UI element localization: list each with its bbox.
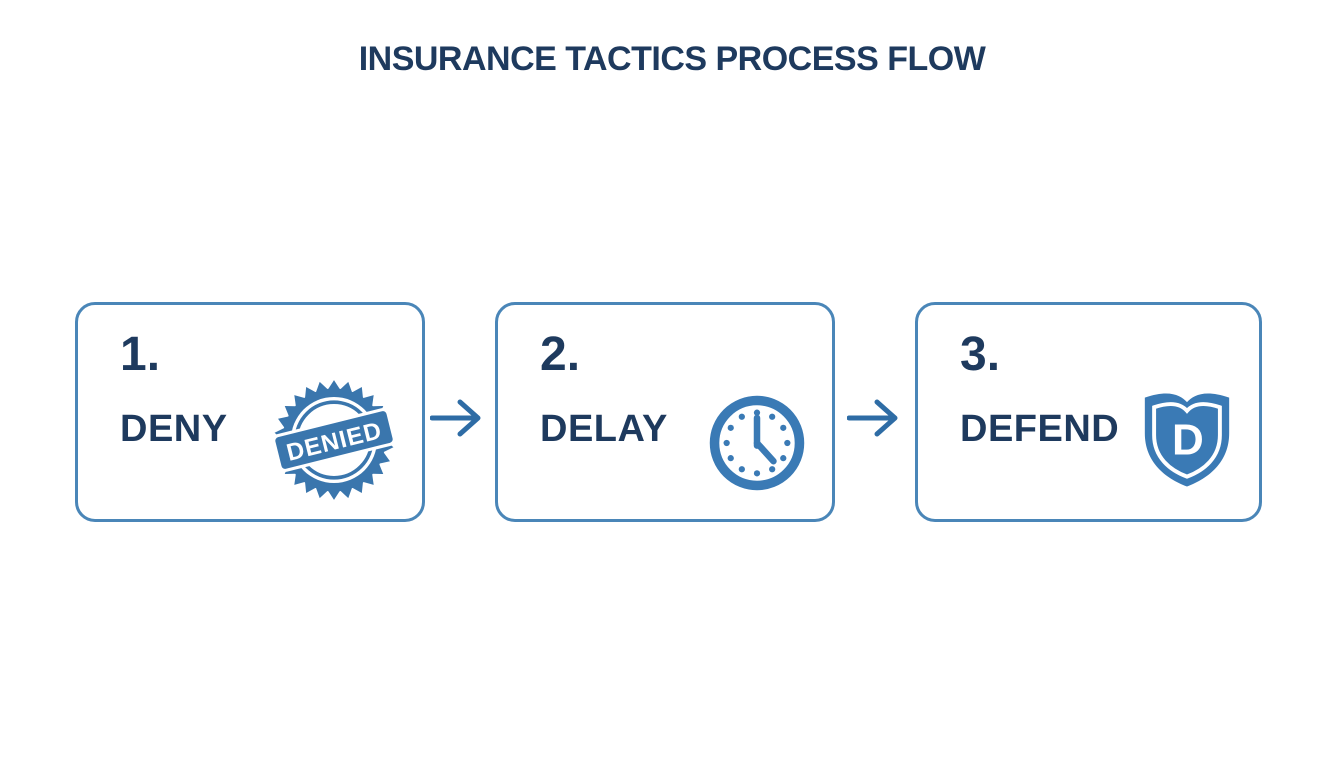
shield-letter: D xyxy=(1172,415,1204,464)
clock-icon xyxy=(709,395,805,491)
step-card-defend: 3. DEFEND D xyxy=(915,302,1262,522)
step-number: 1. xyxy=(120,328,161,381)
step-card-delay: 2. DELAY xyxy=(495,302,835,522)
denied-stamp-icon: DENIED xyxy=(272,380,396,500)
step-card-deny: 1. DENY DENIED xyxy=(75,302,425,522)
step-label: DENY xyxy=(120,408,228,450)
step-number: 2. xyxy=(540,328,581,381)
step-label: DELAY xyxy=(540,408,668,450)
arrow-right-icon xyxy=(847,399,898,437)
step-label: DEFEND xyxy=(960,408,1120,450)
step-number: 3. xyxy=(960,328,1001,381)
shield-icon: D xyxy=(1144,393,1230,487)
arrow-right-icon xyxy=(430,399,481,437)
page-title: INSURANCE TACTICS PROCESS FLOW xyxy=(358,40,986,78)
